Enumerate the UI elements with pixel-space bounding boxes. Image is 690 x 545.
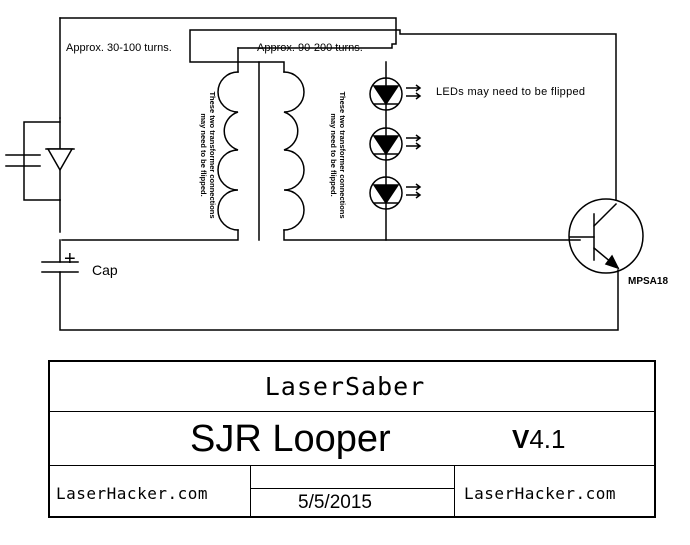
diode-bracket: [23, 121, 61, 201]
led-3: [369, 176, 422, 210]
circuit-schematic: [5, 17, 644, 331]
version-label: V4.1: [512, 424, 566, 455]
secondary-turns-label: Approx. 90-200 turns.: [257, 42, 363, 54]
led-2: [369, 127, 422, 161]
primary-coil-bottom-lead: [61, 229, 239, 241]
primary-flip-note-line2: may need to be flipped.: [199, 113, 208, 197]
title-block-col-left: [250, 465, 251, 517]
secondary-flip-note-line2: may need to be flipped.: [329, 113, 338, 197]
primary-turns-label: Approx. 30-100 turns.: [66, 42, 172, 54]
left-site-label: LaserHacker.com: [56, 484, 208, 503]
secondary-flip-note-line1: These two transformer connections: [338, 91, 347, 219]
title-block-border-bottom: [48, 516, 656, 518]
secondary-coil: [283, 71, 305, 231]
version-v: V: [512, 424, 530, 454]
primary-top-wire: [59, 17, 397, 49]
title-block-border-right: [654, 360, 656, 518]
drawing-title: SJR Looper: [190, 418, 391, 460]
primary-coil: [217, 71, 239, 231]
cap-label: Cap: [92, 262, 118, 278]
title-block-divider-2: [48, 465, 656, 466]
title-block-col-right: [454, 465, 455, 517]
led-flip-note: LEDs may need to be flipped: [436, 86, 586, 98]
transistor-label: MPSA18: [628, 276, 669, 287]
title-block-divider-date: [250, 488, 454, 489]
primary-flip-note-line1: These two transformer connections: [208, 91, 217, 219]
secondary-coil-bottom-lead: [283, 229, 581, 241]
right-site-label: LaserHacker.com: [464, 484, 616, 503]
title-block-border-top: [48, 360, 656, 362]
secondary-flip-note: These two transformer connections may ne…: [327, 80, 347, 230]
transistor-collector: [592, 202, 618, 228]
cap-plus-sign: +: [64, 248, 76, 270]
bottom-return-wire: [59, 269, 619, 331]
secondary-coil-top-lead: [189, 29, 617, 201]
transistor-emitter-arrow: [604, 254, 620, 270]
version-number: 4.1: [529, 424, 566, 454]
project-name: LaserSaber: [264, 372, 426, 401]
primary-flip-note: These two transformer connections may ne…: [197, 80, 217, 230]
title-block-border-left: [48, 360, 50, 518]
transistor-body: [568, 198, 644, 274]
drawing-date: 5/5/2015: [298, 492, 372, 513]
led-1: [369, 77, 422, 111]
diode-triangle: [46, 148, 74, 172]
title-block-divider-1: [48, 411, 656, 412]
